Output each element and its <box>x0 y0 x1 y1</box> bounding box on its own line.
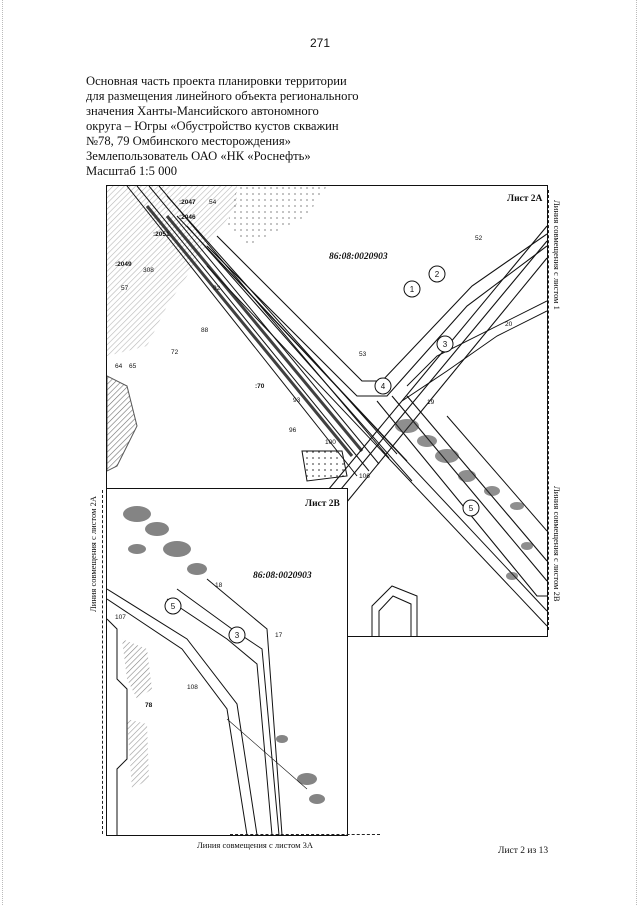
header-line: значения Ханты-Мансийского автономного <box>86 104 319 118</box>
point-label: 100 <box>325 439 336 446</box>
match-label-sheet-3a: Линия совмещения с листом 3А <box>197 840 313 850</box>
marker-circle <box>428 265 446 283</box>
cadastral-number: 86:08:0020903 <box>253 571 312 581</box>
point-label: :2047 <box>179 199 196 206</box>
sheet-label-2b: Лист 2В <box>303 499 342 509</box>
document-header: Основная часть проекта планировки террит… <box>86 74 386 179</box>
thick-corridor <box>145 205 364 457</box>
inset-road <box>107 578 283 835</box>
marker-circle <box>403 280 421 298</box>
point-label: :2049 <box>115 261 132 268</box>
match-label-sheet-2b: Линия совмещения с листом 2В <box>552 486 562 602</box>
sheet-label-2a: Лист 2А <box>505 194 545 204</box>
point-labels: 18 107 17 108 78 <box>115 582 283 709</box>
match-line-left <box>102 490 103 834</box>
match-line-bottom <box>230 834 380 835</box>
circle-markers <box>374 265 480 517</box>
vegetation <box>395 419 533 580</box>
marker-label: 3 <box>443 340 448 349</box>
point-labels: :2047 54 :2046 :2051 :2049 308 57 64 65 … <box>115 199 513 480</box>
marker-label: 1 <box>410 285 415 294</box>
scan-edge-left <box>2 0 3 905</box>
point-label: 54 <box>209 199 217 206</box>
circle-labels: 5 3 <box>171 602 240 640</box>
marker-label: 5 <box>171 602 176 611</box>
point-label: :2051 <box>153 231 170 238</box>
parcel <box>301 450 348 482</box>
point-label: 78 <box>145 702 153 709</box>
point-label: 53 <box>359 351 367 358</box>
point-label: 96 <box>289 427 297 434</box>
point-label: :70 <box>255 383 265 390</box>
point-label: 57 <box>121 285 129 292</box>
point-label: 92 <box>213 285 221 292</box>
page-number: 271 <box>309 36 331 50</box>
inset-map: 5 3 18 107 17 108 78 Лист 2В 86:08:00209… <box>106 488 348 836</box>
hatched-area <box>107 186 237 356</box>
building-outline <box>371 585 418 636</box>
marker-label: 5 <box>469 504 474 513</box>
circle-labels: 1 2 3 4 5 <box>381 270 474 513</box>
point-label: 108 <box>187 684 198 691</box>
point-label: 93 <box>293 397 301 404</box>
point-label: 88 <box>201 327 209 334</box>
building-shaded <box>127 719 149 789</box>
marker-label: 4 <box>381 382 386 391</box>
stipple-area <box>227 186 327 246</box>
point-label: 52 <box>475 235 483 242</box>
building-shaded <box>122 639 152 699</box>
guide-line <box>226 718 308 790</box>
marker-circle <box>436 335 454 353</box>
point-label: 20 <box>505 321 513 328</box>
site-contour <box>406 300 547 387</box>
header-line: округа – Югры «Обустройство кустов скваж… <box>86 119 339 133</box>
circle-markers <box>164 597 246 644</box>
building-shaded <box>107 375 138 472</box>
marker-circle <box>228 626 246 644</box>
header-line: Основная часть проекта планировки террит… <box>86 74 347 88</box>
marker-circle <box>164 597 182 615</box>
header-line: для размещения линейного объекта региона… <box>86 89 359 103</box>
point-label: 19 <box>427 399 435 406</box>
building-outline <box>378 595 412 636</box>
vegetation <box>123 506 325 804</box>
inset-map-drawing: 5 3 18 107 17 108 78 <box>107 506 325 835</box>
pipeline-lines <box>206 260 547 627</box>
match-line-right <box>548 190 549 630</box>
point-label: 65 <box>129 363 137 370</box>
main-map-drawing: 1 2 3 4 5 :2047 54 :2046 :2051 :2049 308… <box>107 186 547 636</box>
header-line: №78, 79 Омбинского месторождения» <box>86 134 291 148</box>
point-label: 18 <box>215 582 223 589</box>
point-label: 72 <box>171 349 179 356</box>
site-contour <box>401 310 547 402</box>
marker-circle <box>462 499 480 517</box>
point-label: 64 <box>115 363 123 370</box>
header-line: Землепользователь ОАО «НК «Роснефть» <box>86 149 311 163</box>
building-outline <box>107 618 128 835</box>
marker-label: 3 <box>235 631 240 640</box>
header-scale: Масштаб 1:5 000 <box>86 164 178 178</box>
cadastral-number: 86:08:0020903 <box>329 252 388 262</box>
point-label: :2046 <box>179 214 196 221</box>
match-label-sheet-2a: Линия совмещения с листом 2А <box>88 496 98 612</box>
marker-label: 2 <box>435 270 440 279</box>
scan-edge-right <box>636 0 637 905</box>
point-label: 308 <box>143 267 154 274</box>
sheet-counter: Лист 2 из 13 <box>498 846 549 856</box>
point-label: 107 <box>115 614 126 621</box>
point-label: 17 <box>275 632 283 639</box>
match-label-sheet-1: Линия совмещения с листом 1 <box>552 200 562 310</box>
point-label: 106 <box>359 473 370 480</box>
marker-circle <box>374 377 392 395</box>
